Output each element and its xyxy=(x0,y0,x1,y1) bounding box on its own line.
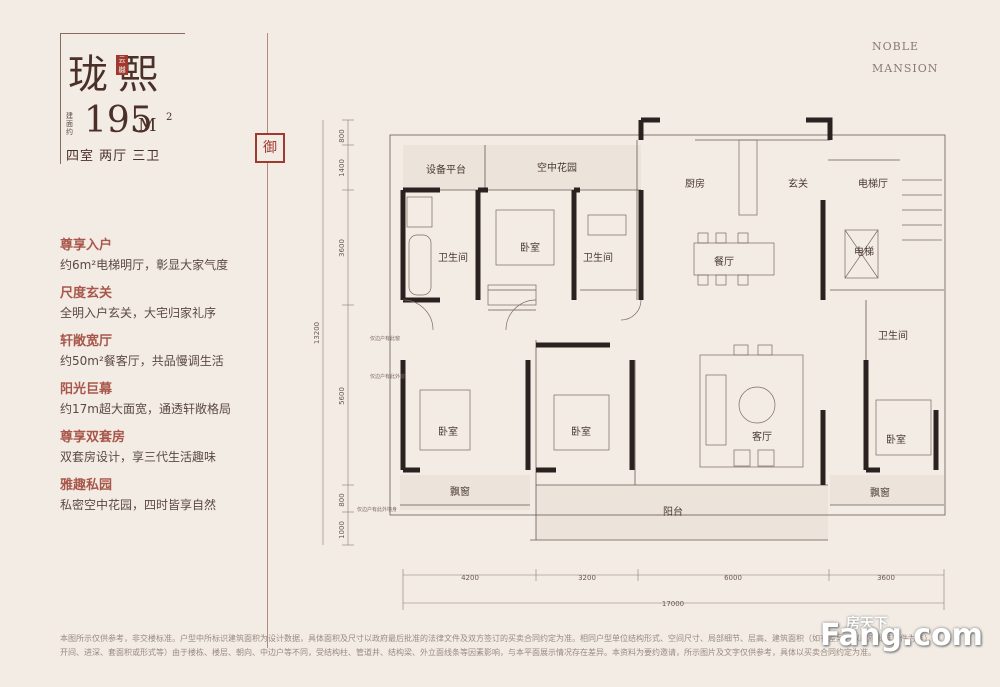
area-unit: M xyxy=(138,115,157,136)
feature-desc: 私密空中花园，四时皆享自然 xyxy=(60,498,217,512)
room-label: 空中花园 xyxy=(537,161,577,174)
feature-item: 轩敞宽厅 约50m²餐客厅，共品慢调生活 xyxy=(60,332,231,370)
dim-label: 6000 xyxy=(724,574,742,582)
feature-title: 雅趣私园 xyxy=(60,478,113,493)
room-label: 卧室 xyxy=(520,241,540,254)
brand-line: NOBLE xyxy=(872,40,920,53)
dimension-lines xyxy=(322,119,945,610)
feature-item: 阳光巨幕 约17m超大面宽，通透轩敞格局 xyxy=(60,380,231,418)
feature-item: 尊享入户 约6m²电梯明厅，彰显大家气度 xyxy=(60,236,231,274)
feature-desc: 约17m超大面宽，通透轩敞格局 xyxy=(60,402,231,416)
furniture xyxy=(402,139,942,468)
room-fills xyxy=(400,145,944,540)
title-seal: 云樾 xyxy=(116,55,128,75)
feature-desc: 约6m²电梯明厅，彰显大家气度 xyxy=(60,258,229,272)
area-unit-superscript: 2 xyxy=(166,112,173,123)
room-label: 卧室 xyxy=(886,433,906,446)
room-label: 玄关 xyxy=(788,177,808,190)
dim-label: 4200 xyxy=(461,574,479,582)
divider-line xyxy=(267,33,268,648)
room-label: 飘窗 xyxy=(870,486,890,499)
title-frame xyxy=(60,33,185,164)
dim-label: 1000 xyxy=(338,521,346,539)
dimension-labels: 800 1400 3600 5600 800 1000 13200 4200 3… xyxy=(313,129,895,608)
feature-item: 雅趣私园 私密空中花园，四时皆享自然 xyxy=(60,476,231,514)
feature-list: 尊享入户 约6m²电梯明厅，彰显大家气度 尺度玄关 全明入户玄关，大宅归家礼序 … xyxy=(60,236,231,524)
plan-note: 仅边户有此外墙身 xyxy=(357,506,397,513)
dim-label: 800 xyxy=(338,129,346,142)
dim-total-label: 13200 xyxy=(313,322,321,344)
room-label: 卫生间 xyxy=(878,329,908,342)
room-label: 餐厅 xyxy=(714,255,734,268)
room-label: 电梯厅 xyxy=(858,177,888,190)
feature-desc: 全明入户玄关，大宅归家礼序 xyxy=(60,306,217,320)
watermark-top: 房天下 xyxy=(846,616,888,632)
room-label: 阳台 xyxy=(663,505,683,518)
room-labels: 设备平台 空中花园 厨房 玄关 电梯厅 卧室 卫生间 卫生间 餐厅 电梯 卫生间… xyxy=(426,161,908,518)
room-label: 飘窗 xyxy=(450,485,470,498)
area-label: 建面约 xyxy=(66,112,73,136)
plan-walls xyxy=(400,117,939,485)
feature-title: 尊享入户 xyxy=(60,238,113,253)
dim-label: 3200 xyxy=(578,574,596,582)
room-label: 客厅 xyxy=(752,430,772,443)
feature-title: 尊享双套房 xyxy=(60,430,126,445)
room-label: 卧室 xyxy=(571,425,591,438)
watermark-logo: Fang.com xyxy=(820,618,983,653)
feature-title: 尺度玄关 xyxy=(60,286,113,301)
room-label: 设备平台 xyxy=(426,163,466,176)
plan-note: 仅边户有此窗 xyxy=(370,335,400,342)
room-summary: 四室 两厅 三卫 xyxy=(66,149,161,164)
feature-desc: 约50m²餐客厅，共品慢调生活 xyxy=(60,354,224,368)
brand-text: NOBLE MANSION xyxy=(872,36,938,80)
feature-item: 尊享双套房 双套房设计，享三代生活趣味 xyxy=(60,428,231,466)
brand-line: MANSION xyxy=(872,62,939,75)
plan-note: 仅边户有此外窗 xyxy=(370,373,405,380)
disclaimer-text: 本图所示仅供参考，非交楼标准。户型中所标识建筑面积为设计数据，具体面积及尺寸以政… xyxy=(60,634,936,657)
room-label: 电梯 xyxy=(854,245,874,258)
dim-total-label: 17000 xyxy=(662,600,684,608)
plan-thin-lines xyxy=(389,134,946,541)
unit-title: 珑熙 xyxy=(68,52,168,98)
feature-item: 尺度玄关 全明入户玄关，大宅归家礼序 xyxy=(60,284,231,322)
dim-label: 5600 xyxy=(338,387,346,405)
room-label: 卧室 xyxy=(438,425,458,438)
dim-label: 3600 xyxy=(877,574,895,582)
dim-label: 1400 xyxy=(338,159,346,177)
room-label: 卫生间 xyxy=(583,251,613,264)
dim-label: 800 xyxy=(338,493,346,506)
area-value: 195 xyxy=(84,100,153,141)
room-label: 卫生间 xyxy=(438,251,468,264)
feature-title: 轩敞宽厅 xyxy=(60,334,113,349)
room-label: 厨房 xyxy=(685,177,705,190)
feature-desc: 双套房设计，享三代生活趣味 xyxy=(60,450,217,464)
dim-label: 3600 xyxy=(338,239,346,257)
feature-title: 阳光巨幕 xyxy=(60,382,113,397)
plan-notes: 仅边户有此窗 仅边户有此外窗 仅边户有此外墙身 xyxy=(357,335,405,513)
stamp-icon: 御 xyxy=(255,133,285,163)
